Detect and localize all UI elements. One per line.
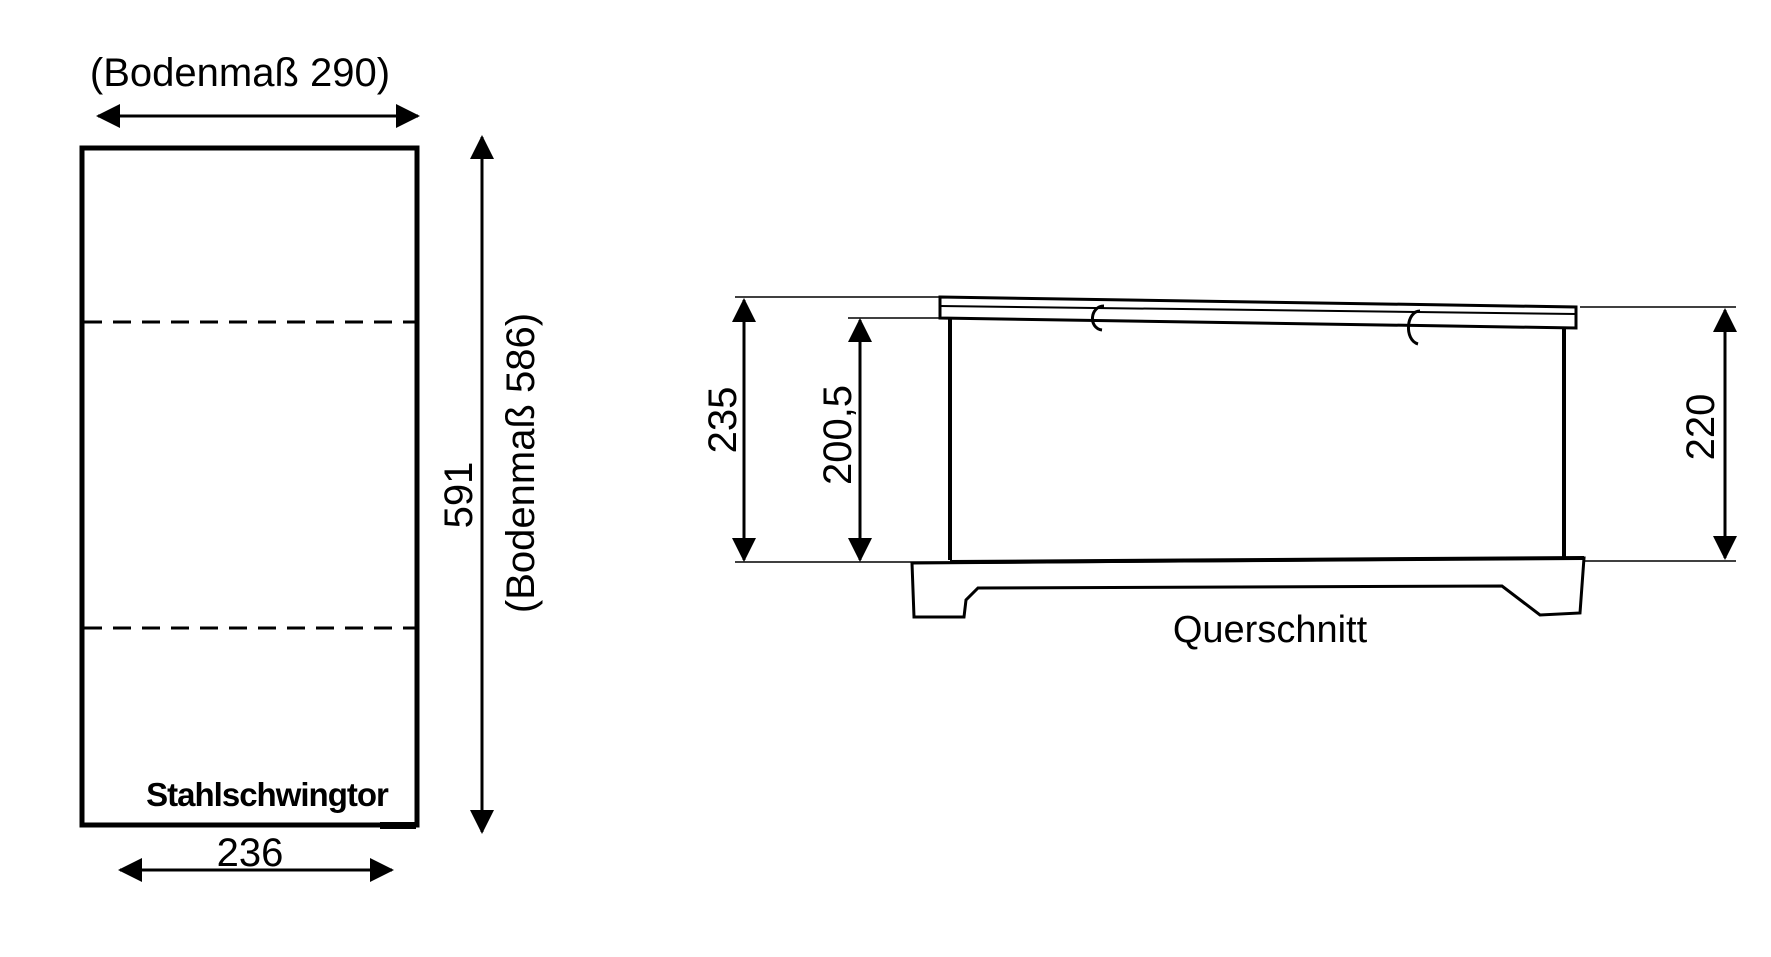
width-label: 236	[217, 831, 284, 875]
right-height-label: 220	[1679, 394, 1723, 461]
length-label: 591	[437, 462, 481, 529]
door-marker	[380, 822, 416, 829]
cross-section: 235 200,5 220 Querschnitt	[701, 295, 1737, 651]
base-slab	[910, 556, 1586, 619]
outer-height-label: 235	[701, 387, 745, 454]
inner-height-label: 200,5	[816, 385, 860, 485]
door-label: Stahlschwingtor	[146, 776, 389, 813]
floor-width-label: (Bodenmaß 290)	[90, 51, 390, 95]
floor-top-line	[949, 556, 1585, 564]
floor-length-label: (Bodenmaß 586)	[499, 313, 543, 613]
gutter-right-icon	[1407, 309, 1421, 346]
roof-slab-inner-line	[939, 305, 1577, 315]
gutter-left-icon	[1091, 304, 1105, 332]
garage-outline	[79, 145, 420, 828]
roof-slab	[938, 295, 1578, 330]
floor-plan: (Bodenmaß 290) Stahlschwingtor 236 591 (…	[79, 51, 543, 882]
section-title: Querschnitt	[1173, 609, 1368, 651]
